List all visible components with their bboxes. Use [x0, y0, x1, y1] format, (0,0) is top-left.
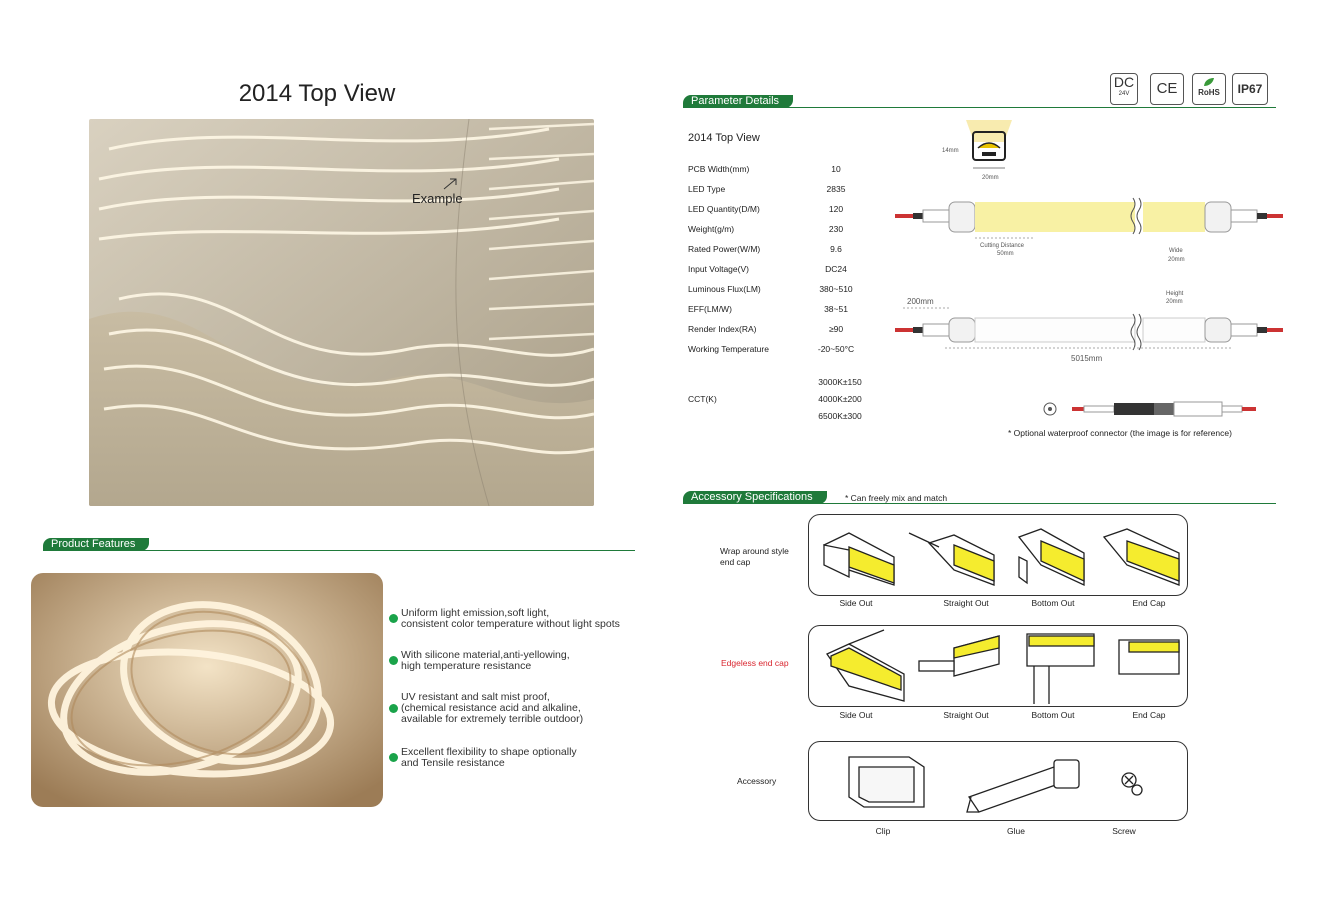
- bullet-icon: [389, 614, 398, 623]
- row2-item: End Cap: [1132, 710, 1166, 720]
- product-name: 2014 Top View: [688, 132, 760, 144]
- features-divider: [43, 550, 635, 551]
- param-value: ≥90: [828, 324, 844, 334]
- row2-item: Bottom Out: [1031, 710, 1075, 720]
- param-value: 230: [828, 224, 844, 234]
- staircase-illustration: [89, 119, 594, 506]
- params-tab: Parameter Details: [683, 95, 794, 108]
- cct-value: 4000K±200: [818, 394, 862, 404]
- param-label: Luminous Flux(LM): [688, 284, 761, 294]
- param-value: 2835: [826, 184, 846, 194]
- cct-value: 6500K±300: [818, 411, 862, 421]
- param-value: 38~51: [824, 304, 848, 314]
- dc-badge: DC 24V: [1110, 73, 1138, 105]
- param-value: DC24: [825, 264, 847, 274]
- accessory-tab: Accessory Specifications: [683, 491, 827, 504]
- edgeless-end-cap-box: [808, 625, 1188, 707]
- row2-item: Straight Out: [943, 710, 989, 720]
- param-label: EFF(LM/W): [688, 304, 732, 314]
- bullet-icon: [389, 704, 398, 713]
- total-length-label: 5015mm: [1071, 354, 1103, 363]
- bullet-icon: [389, 753, 398, 762]
- row3-label: Accessory: [737, 776, 777, 786]
- connector-drawing: [1043, 401, 1256, 417]
- param-label: LED Type: [688, 184, 726, 194]
- cct-label: CCT(K): [688, 394, 717, 404]
- param-value: 10: [831, 164, 841, 174]
- cutting-distance-label: Cutting Distance: [980, 243, 1025, 249]
- connector-note: * Optional waterproof connector (the ima…: [1008, 428, 1232, 438]
- dim-height-14: 14mm: [942, 148, 959, 154]
- height-value: 20mm: [1166, 299, 1183, 305]
- led-coil-illustration: [31, 573, 383, 807]
- feature-item: With silicone material,anti-yellowing,hi…: [389, 650, 690, 672]
- row3-item: Screw: [1112, 826, 1136, 836]
- row2-label: Edgeless end cap: [721, 658, 789, 668]
- param-value: 120: [828, 204, 844, 214]
- edgeless-end-cap-drawings: [826, 629, 1180, 704]
- row1-item: Bottom Out: [1031, 598, 1075, 608]
- page-title: 2014 Top View: [238, 80, 396, 107]
- param-label: Rated Power(W/M): [688, 244, 761, 254]
- height-label: Height: [1166, 291, 1184, 297]
- param-value: 380~510: [819, 284, 853, 294]
- row1-item: Side Out: [839, 598, 873, 608]
- ce-badge: CE: [1150, 73, 1184, 105]
- leaf-icon: [1204, 78, 1214, 86]
- param-label: Input Voltage(V): [688, 264, 749, 274]
- strip-top-view-drawing: [895, 197, 1283, 239]
- features-tab: Product Features: [43, 538, 150, 551]
- row3-item: Clip: [875, 826, 891, 836]
- wide-label: Wide: [1169, 248, 1183, 254]
- accessory-note: * Can freely mix and match: [845, 493, 948, 503]
- example-label: Example: [412, 191, 463, 206]
- row2-item: Side Out: [839, 710, 873, 720]
- accessory-drawings: [848, 756, 1143, 813]
- feature-item: Uniform light emission,soft light,consis…: [389, 608, 690, 630]
- param-label: LED Quantity(D/M): [688, 204, 760, 214]
- accessory-box: [808, 741, 1188, 821]
- bullet-icon: [389, 656, 398, 665]
- param-value: -20~50°C: [817, 344, 855, 354]
- led-coil-photo: [31, 573, 383, 807]
- param-label: Weight(g/m): [688, 224, 735, 234]
- params-divider: [683, 107, 1276, 108]
- wrap-end-cap-box: [808, 514, 1188, 596]
- strip-side-view-drawing: [895, 307, 1283, 351]
- param-label: Render Index(RA): [688, 324, 757, 334]
- row3-item: Glue: [1007, 826, 1025, 836]
- feature-item: Excellent flexibility to shape optionall…: [389, 747, 690, 769]
- accessory-divider: [683, 503, 1276, 504]
- param-value: 9.6: [830, 244, 842, 254]
- example-photo: [89, 119, 594, 506]
- wrap-end-cap-drawings: [822, 528, 1180, 587]
- cct-value: 3000K±150: [818, 377, 862, 387]
- rohs-badge: RoHS: [1192, 73, 1226, 105]
- param-label: Working Temperature: [688, 344, 769, 354]
- wide-value: 20mm: [1168, 257, 1185, 263]
- row1-item: Straight Out: [943, 598, 989, 608]
- cross-section-drawing: [966, 120, 1012, 169]
- param-label: PCB Width(mm): [688, 164, 750, 174]
- feature-item: UV resistant and salt mist proof,(chemic…: [389, 692, 690, 725]
- lead-length-label: 200mm: [907, 297, 934, 306]
- ip67-badge: IP67: [1232, 73, 1268, 105]
- dim-width-20: 20mm: [982, 175, 999, 181]
- row1-item: End Cap: [1132, 598, 1166, 608]
- cutting-distance-value: 50mm: [997, 251, 1014, 257]
